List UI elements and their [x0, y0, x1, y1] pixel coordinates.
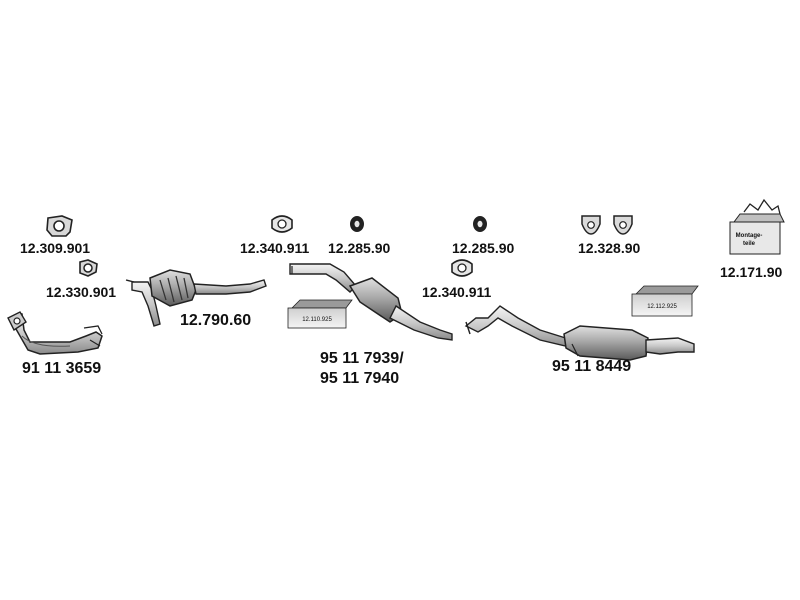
middle-silencer-label-b: 95 11 7940 — [320, 370, 400, 387]
clamp-1-label: 12.340.911 — [240, 240, 310, 256]
mounting-kit-icon: Montage- teile — [729, 198, 785, 255]
rubber-ring-icon — [473, 216, 487, 232]
middle-silencer-label-a: 95 11 7939/ — [320, 350, 404, 367]
middle-box-label: 12.110.925 — [302, 317, 332, 323]
hanger-pair-label: 12.328.90 — [578, 240, 641, 256]
middle-package-box: 12.110.925 — [287, 299, 353, 329]
rear-box-label: 12.112.925 — [647, 304, 677, 310]
catalytic-converter-label: 12.790.60 — [180, 312, 252, 329]
triangle-gasket-icon — [79, 259, 98, 277]
hanger-pair-icon — [581, 215, 633, 235]
middle-silencer-icon — [289, 263, 453, 341]
mounting-kit-line1: Montage- — [736, 233, 763, 239]
mounting-kit-line2: teile — [743, 241, 756, 247]
rear-package-box: 12.112.925 — [631, 285, 699, 317]
front-pipe-icon — [7, 311, 103, 355]
clamp-2-label: 12.340.911 — [422, 284, 492, 300]
rubber-ring-2-label: 12.285.90 — [452, 240, 515, 256]
front-pipe-label: 91 11 3659 — [22, 360, 102, 377]
triangle-gasket-label: 12.330.901 — [46, 284, 117, 300]
clamp-icon — [271, 215, 293, 233]
rear-silencer-label: 95 11 8449 — [552, 358, 632, 375]
flange-gasket-label: 12.309.901 — [20, 240, 91, 256]
catalytic-converter-icon — [125, 269, 267, 327]
mounting-kit-label: 12.171.90 — [720, 264, 783, 280]
clamp-icon — [451, 259, 473, 277]
flange-gasket-icon — [46, 215, 73, 237]
rear-silencer-icon — [464, 305, 695, 361]
rubber-ring-1-label: 12.285.90 — [328, 240, 391, 256]
rubber-ring-icon — [350, 216, 364, 232]
